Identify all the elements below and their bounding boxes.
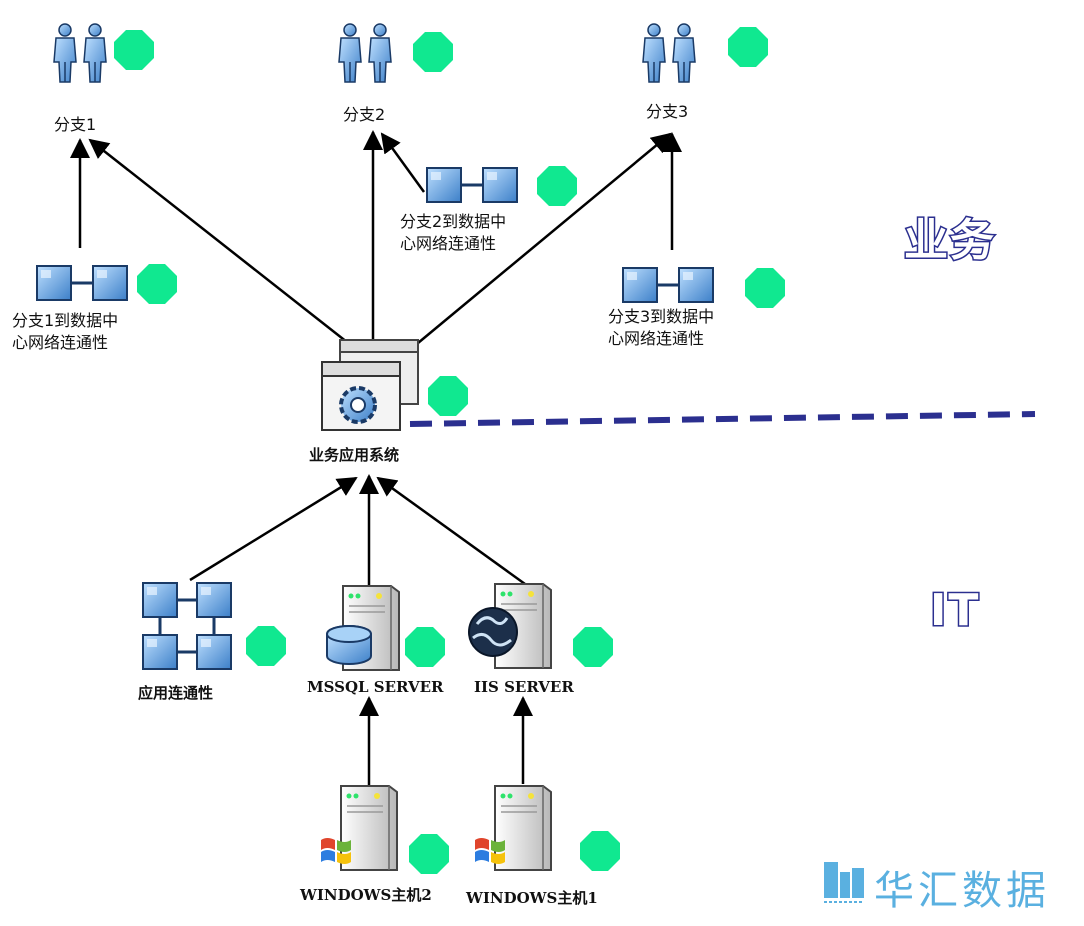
network-link-icon [426,167,518,203]
status-ok-indicator [728,27,768,67]
network-link-icon [622,267,714,303]
node-label-mssql: MSSQL SERVER [307,678,444,696]
node-label-branch3: 分支3 [646,102,689,121]
node-label-win1: WINDOWS主机1 [466,889,598,907]
node-label-branch2: 分支2 [343,105,386,124]
status-ok-indicator [405,627,445,667]
people-icon [642,23,666,83]
node-label-app-connectivity: 应用连通性 [138,684,214,702]
edge-app-branch3 [411,132,672,349]
web-server-icon [468,583,552,669]
edge-iis-app [376,476,526,586]
status-ok-indicator [413,32,453,72]
database-server-icon [326,585,400,671]
brand-logo-icon [824,862,864,903]
status-ok-indicator [409,834,449,874]
zone-title-business: 业务 [903,214,996,268]
status-ok-indicator [573,627,613,667]
node-label-link1: 分支1到数据中 心网络连通性 [12,311,119,352]
status-ok-indicator [537,166,577,206]
edge-app-branch1 [88,138,353,347]
edge-link2-branch2 [380,132,426,193]
status-ok-indicator [428,376,468,416]
status-ok-indicator [580,831,620,871]
node-label-link2: 分支2到数据中 心网络连通性 [400,212,507,253]
people-icon [338,23,362,83]
status-ok-indicator [745,268,785,308]
people-icon [368,23,392,83]
zone-title-it: IT [928,584,981,638]
connections [70,130,682,786]
node-label-link3: 分支3到数据中 心网络连通性 [608,307,715,348]
node-label-app-system: 业务应用系统 [309,446,400,464]
status-ok-indicator [246,626,286,666]
node-label-iis: IIS SERVER [474,678,574,696]
node-label-win2: WINDOWS主机2 [300,886,432,904]
node-label-branch1: 分支1 [54,115,97,134]
people-icon [672,23,696,83]
application-window-icon [321,339,419,431]
windows-server-icon [475,785,552,871]
status-ok-indicator [114,30,154,70]
layer-divider [409,411,1036,427]
edge-conn-app [189,476,358,582]
network-link-icon [36,265,128,301]
brand: 华汇数据 [824,858,1050,916]
status-ok-indicator [137,264,177,304]
brand-name: 华汇数据 [874,868,1050,914]
people-icon [83,23,107,83]
windows-server-icon [321,785,398,871]
app-connectivity-icon [142,582,232,670]
people-icon [53,23,77,83]
